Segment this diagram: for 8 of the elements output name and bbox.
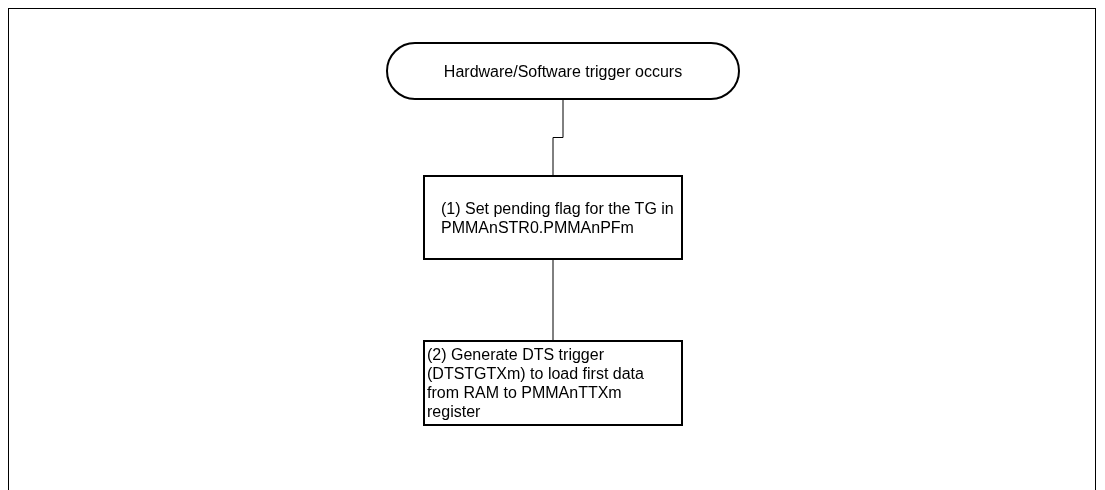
connector-line <box>552 99 564 176</box>
node-text: (2) Generate DTS trigger (DTSTGTXm) to load first data from RAM to PMMAnTTXm register <box>427 345 645 421</box>
terminal-box <box>386 42 740 100</box>
process-box <box>423 175 683 260</box>
node-text: Hardware/Software trigger occurs <box>443 61 683 81</box>
node-text: (1) Set pending flag for the TG in PMMAnSTR0.PMMAnPFm <box>441 198 675 237</box>
connector-line <box>552 259 554 341</box>
process-box <box>423 340 683 426</box>
